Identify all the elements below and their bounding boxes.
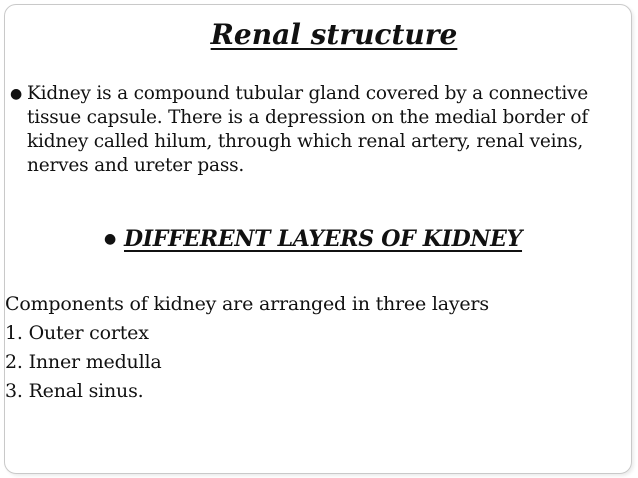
slide-title: Renal structure [210,18,458,51]
components-intro: Components of kidney are arranged in thr… [5,293,489,315]
intro-bullet: ● Kidney is a compound tubular gland cov… [10,82,632,178]
bullet-icon: ● [104,231,117,247]
layer-item-cortex: 1. Outer cortex [5,322,149,344]
intro-paragraph: Kidney is a compound tubular gland cover… [27,83,589,176]
layer-item-medulla: 2. Inner medulla [5,351,162,373]
components-section: Components of kidney are arranged in thr… [5,290,625,406]
bullet-icon: ● [10,86,23,102]
layers-heading: DIFFERENT LAYERS OF KIDNEY [124,226,523,252]
layers-heading-bullet: ● DIFFERENT LAYERS OF KIDNEY [104,226,522,252]
layer-item-sinus: 3. Renal sinus. [5,380,144,402]
slide-frame [4,4,632,474]
